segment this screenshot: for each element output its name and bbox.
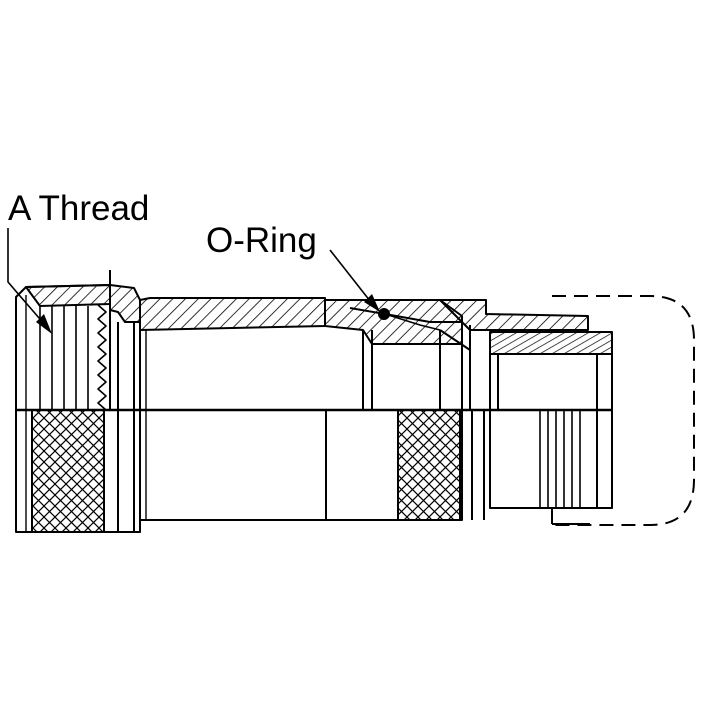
middle-sleeve	[324, 299, 485, 521]
o-ring-leader	[329, 249, 375, 307]
a-thread-label: A Thread	[8, 189, 149, 228]
coupling-nut-hatch-top	[25, 284, 111, 307]
a-thread-arrowhead	[36, 314, 52, 334]
rear-section-hatch-outer	[439, 299, 589, 331]
callout-a-thread	[7, 228, 52, 334]
o-ring-label: O-Ring	[206, 221, 317, 260]
o-ring-arrowhead	[364, 294, 380, 312]
coupling-nut	[15, 270, 141, 533]
o-ring-dot	[378, 308, 390, 320]
a-thread-ribs	[39, 306, 89, 410]
middle-sleeve-knurl	[397, 409, 461, 521]
rear-ribs	[539, 410, 581, 508]
rear-section-lower	[489, 409, 613, 509]
main-body-hatch	[139, 297, 326, 331]
accessory-envelope-dashed	[552, 295, 695, 526]
main-body-lower	[139, 409, 327, 521]
a-thread-leader	[7, 228, 47, 327]
coupling-nut-knurl	[31, 409, 105, 533]
main-body	[139, 297, 373, 521]
rear-section	[439, 299, 613, 525]
coupling-nut-serration	[97, 304, 107, 411]
callout-o-ring	[329, 249, 380, 312]
rear-section-hatch-inner	[489, 331, 613, 355]
o-ring-groove	[349, 307, 462, 323]
